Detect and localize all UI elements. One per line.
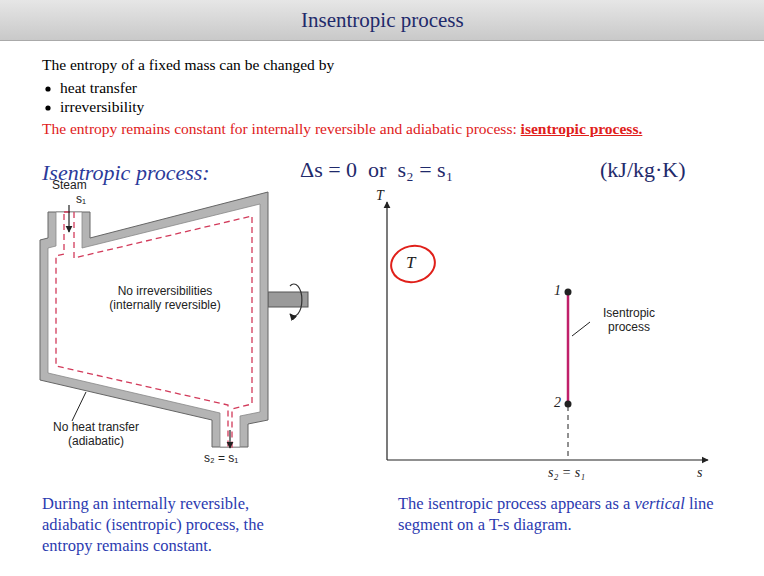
state-label: s₂ = s₁	[204, 451, 238, 465]
caption-text: During an internally reversible, adiabat…	[42, 493, 292, 556]
bullet-text: heat transfer	[60, 79, 137, 97]
note-group: The entropy remains constant for interna…	[42, 118, 742, 140]
caption-emphasis: vertical	[634, 494, 684, 513]
boundary-label: No heat transfer (adiabatic)	[48, 420, 144, 448]
t-s-diagram	[387, 202, 708, 460]
process-label: Isentropic process	[594, 306, 664, 334]
axis-value: s₂ = s₁	[548, 465, 585, 481]
body-text: The entropy of a fixed mass can be chang…	[42, 56, 334, 74]
note-text: The entropy remains constant for interna…	[42, 120, 517, 137]
bullet-text: irreversibility	[60, 98, 144, 116]
point-label: 2	[554, 395, 561, 411]
caption-group: The isentropic process appears as averti…	[398, 493, 728, 535]
bullet	[45, 105, 50, 110]
axis-label: T	[376, 188, 384, 204]
region-label: No irreversibilities (internally reversi…	[100, 284, 230, 312]
point-label: 1	[554, 283, 561, 299]
note-emphasis: isentropic process.	[521, 120, 643, 137]
bullet	[45, 86, 50, 91]
part-label: Steam	[52, 178, 87, 192]
slide-title: Insentropic process	[301, 8, 464, 33]
hand-label: T	[406, 253, 415, 273]
state-label: s₁	[76, 192, 86, 206]
axis-label: s	[697, 465, 702, 481]
unit-text: (kJ/kg·K)	[600, 157, 686, 183]
turbine	[40, 192, 308, 448]
hand-circle	[388, 242, 439, 286]
formula: Δs = 0 or s₂ = s₁	[300, 157, 453, 183]
caption-text: The isentropic process appears as a	[398, 494, 630, 513]
